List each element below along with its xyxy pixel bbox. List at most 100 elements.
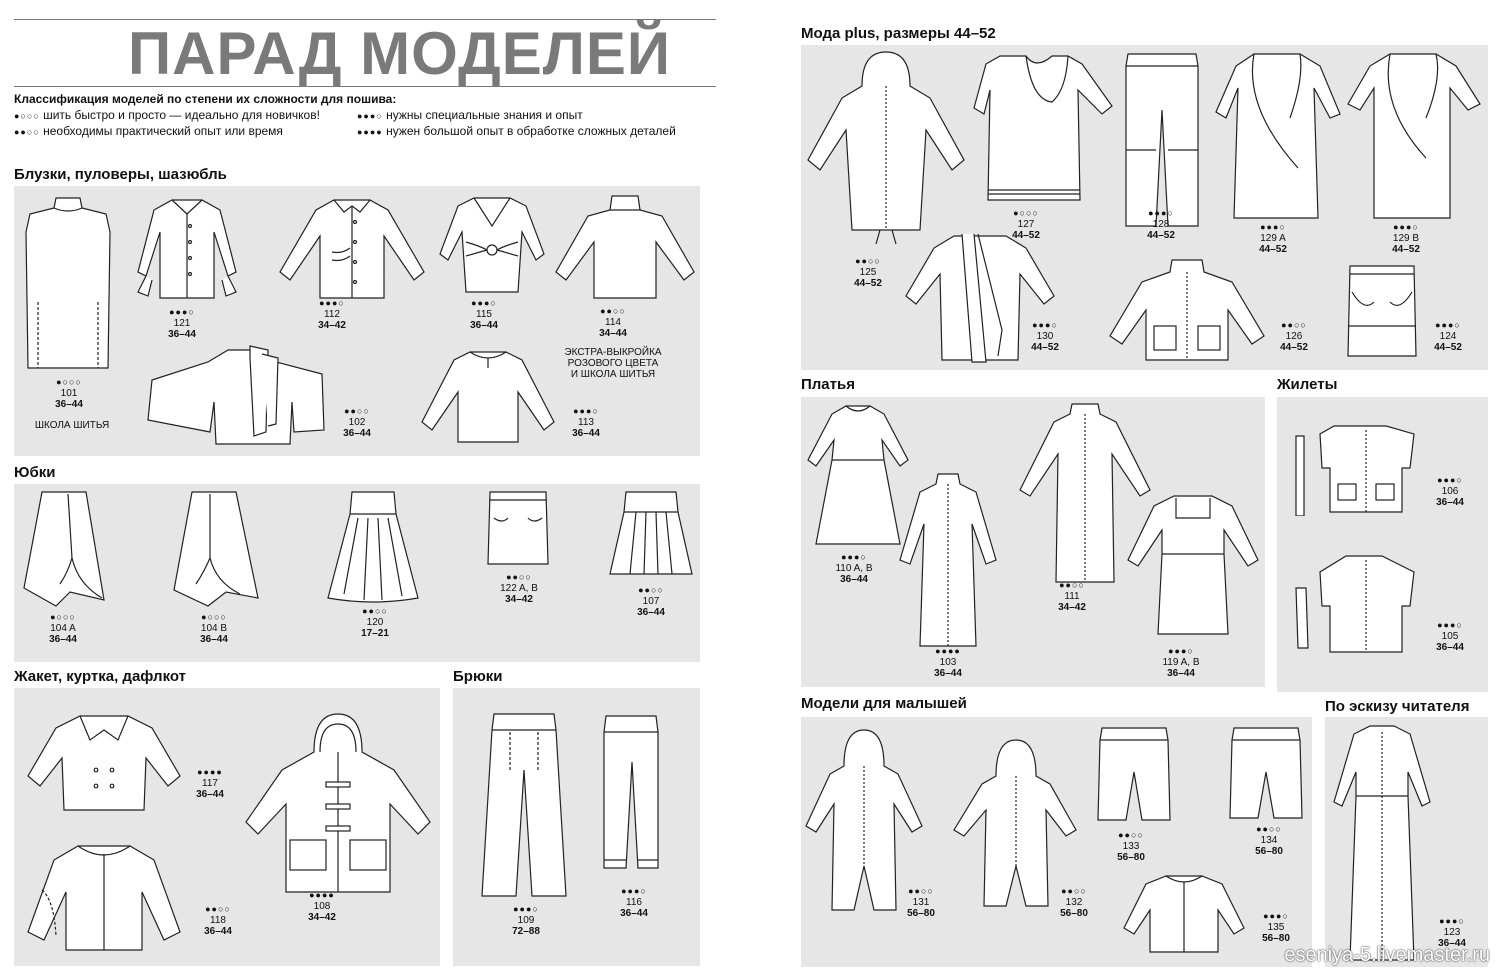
size-range: 36–44	[343, 428, 371, 439]
sketch-121-blouse	[132, 192, 242, 304]
size-range: 56–80	[1117, 852, 1145, 863]
difficulty-dots: ●●●○	[1148, 208, 1174, 218]
sketch-104b-skirt	[170, 488, 262, 610]
section-title-reader: По эскизу читателя	[1325, 698, 1470, 715]
sketch-105-vest	[1290, 552, 1420, 656]
size-range: 44–52	[1280, 342, 1308, 353]
size-range: 44–52	[1392, 244, 1420, 255]
sketch-129a-coat	[1214, 48, 1342, 224]
difficulty-dots: ●○○○	[1013, 208, 1039, 218]
model-number: 105	[1441, 631, 1459, 642]
difficulty-dots: ●●●○	[471, 298, 497, 308]
difficulty-dots: ●○○○	[201, 612, 227, 622]
note-sewing-school: ШКОЛА ШИТЬЯ	[34, 420, 110, 431]
difficulty-dots: ●●●○	[1437, 620, 1463, 630]
sketch-104a-skirt	[20, 488, 108, 610]
sketch-115-blouse	[436, 192, 548, 298]
title-rule-bottom	[14, 86, 716, 87]
section-title-kids: Модели для малышей	[801, 695, 967, 712]
difficulty-dots: ●●●○	[1263, 911, 1289, 921]
difficulty-dots: ●●○○	[600, 306, 626, 316]
sketch-119-dress	[1124, 490, 1262, 640]
difficulty-dots: ●●●●	[197, 767, 223, 777]
legend-item: ●○○○ шить быстро и просто — идеально для…	[14, 108, 320, 122]
size-range: 34–42	[505, 594, 533, 605]
sketch-103-dress	[898, 470, 998, 652]
note-extra-pattern: ЭКСТРА-ВЫКРОЙКА РОЗОВОГО ЦВЕТА И ШКОЛА Ш…	[564, 347, 662, 380]
sketch-135-jacket	[1122, 870, 1246, 956]
size-range: 36–44	[840, 574, 868, 585]
difficulty-dots: ●●○○	[1256, 824, 1282, 834]
model-number: 133	[1122, 841, 1140, 852]
sketch-108-duffle-coat	[244, 712, 434, 898]
legend-heading: Классификация моделей по степени их слож…	[14, 92, 397, 106]
model-number: 118	[210, 915, 226, 926]
size-range: 44–52	[1147, 230, 1175, 241]
difficulty-dots: ●●●○	[1439, 916, 1465, 926]
page-title: ПАРАД МОДЕЛЕЙ	[128, 20, 672, 87]
model-number: 104 B	[200, 623, 228, 634]
size-range: 36–44	[204, 926, 232, 937]
model-number: 128	[1152, 219, 1170, 230]
difficulty-dots: ●●●○	[573, 406, 599, 416]
model-number: 110 A, B	[835, 563, 873, 574]
difficulty-dots: ●●○○	[1281, 320, 1307, 330]
legend-item: ●●●○ нужны специальные знания и опыт	[357, 108, 583, 122]
section-title-trousers: Брюки	[453, 668, 503, 685]
model-number: 122 A, B	[500, 583, 538, 594]
difficulty-dots: ●●●○	[169, 307, 195, 317]
sketch-114-top	[552, 192, 698, 304]
sketch-120-skirt	[324, 488, 422, 606]
sketch-134-pants	[1228, 724, 1304, 824]
sketch-106-vest	[1290, 420, 1420, 516]
size-range: 44–52	[1259, 244, 1287, 255]
size-range: 56–80	[1255, 846, 1283, 857]
difficulty-dots: ●●●○	[1260, 222, 1286, 232]
size-range: 36–44	[200, 634, 228, 645]
difficulty-dots: ●●●○	[621, 886, 647, 896]
difficulty-dots: ●●●○	[1393, 222, 1419, 232]
difficulty-dots: ●●○○	[362, 606, 388, 616]
model-number: 104 A	[50, 623, 76, 634]
difficulty-dots: ●●●●	[309, 890, 335, 900]
model-number: 120	[366, 617, 384, 628]
difficulty-dots: ●●●○	[1435, 320, 1461, 330]
size-range: 36–44	[934, 668, 962, 679]
sketch-107-skirt	[608, 488, 694, 578]
model-number: 113	[578, 417, 594, 428]
difficulty-dots: ●●●○	[513, 904, 539, 914]
sketch-127-dress	[972, 50, 1116, 206]
model-number: 101	[60, 388, 78, 399]
sketch-102-top-with-scarf	[144, 340, 328, 450]
size-range: 36–44	[1436, 497, 1464, 508]
model-number: 103	[939, 657, 957, 668]
model-number: 127	[1017, 219, 1035, 230]
model-number: 121	[173, 318, 191, 329]
difficulty-dots: ●●●○	[1032, 320, 1058, 330]
sketch-124-skirt	[1344, 262, 1420, 360]
size-range: 34–44	[599, 328, 627, 339]
model-number: 129 B	[1392, 233, 1420, 244]
sketch-129b-coat	[1346, 48, 1482, 224]
size-range: 36–44	[1436, 642, 1464, 653]
size-range: 36–44	[1438, 938, 1466, 949]
size-range: 34–42	[308, 912, 336, 923]
model-number: 131	[912, 897, 930, 908]
size-range: 36–44	[470, 320, 498, 331]
model-number: 106	[1441, 486, 1459, 497]
difficulty-dots: ●●○○	[908, 886, 934, 896]
sketch-109-trousers	[480, 710, 568, 900]
